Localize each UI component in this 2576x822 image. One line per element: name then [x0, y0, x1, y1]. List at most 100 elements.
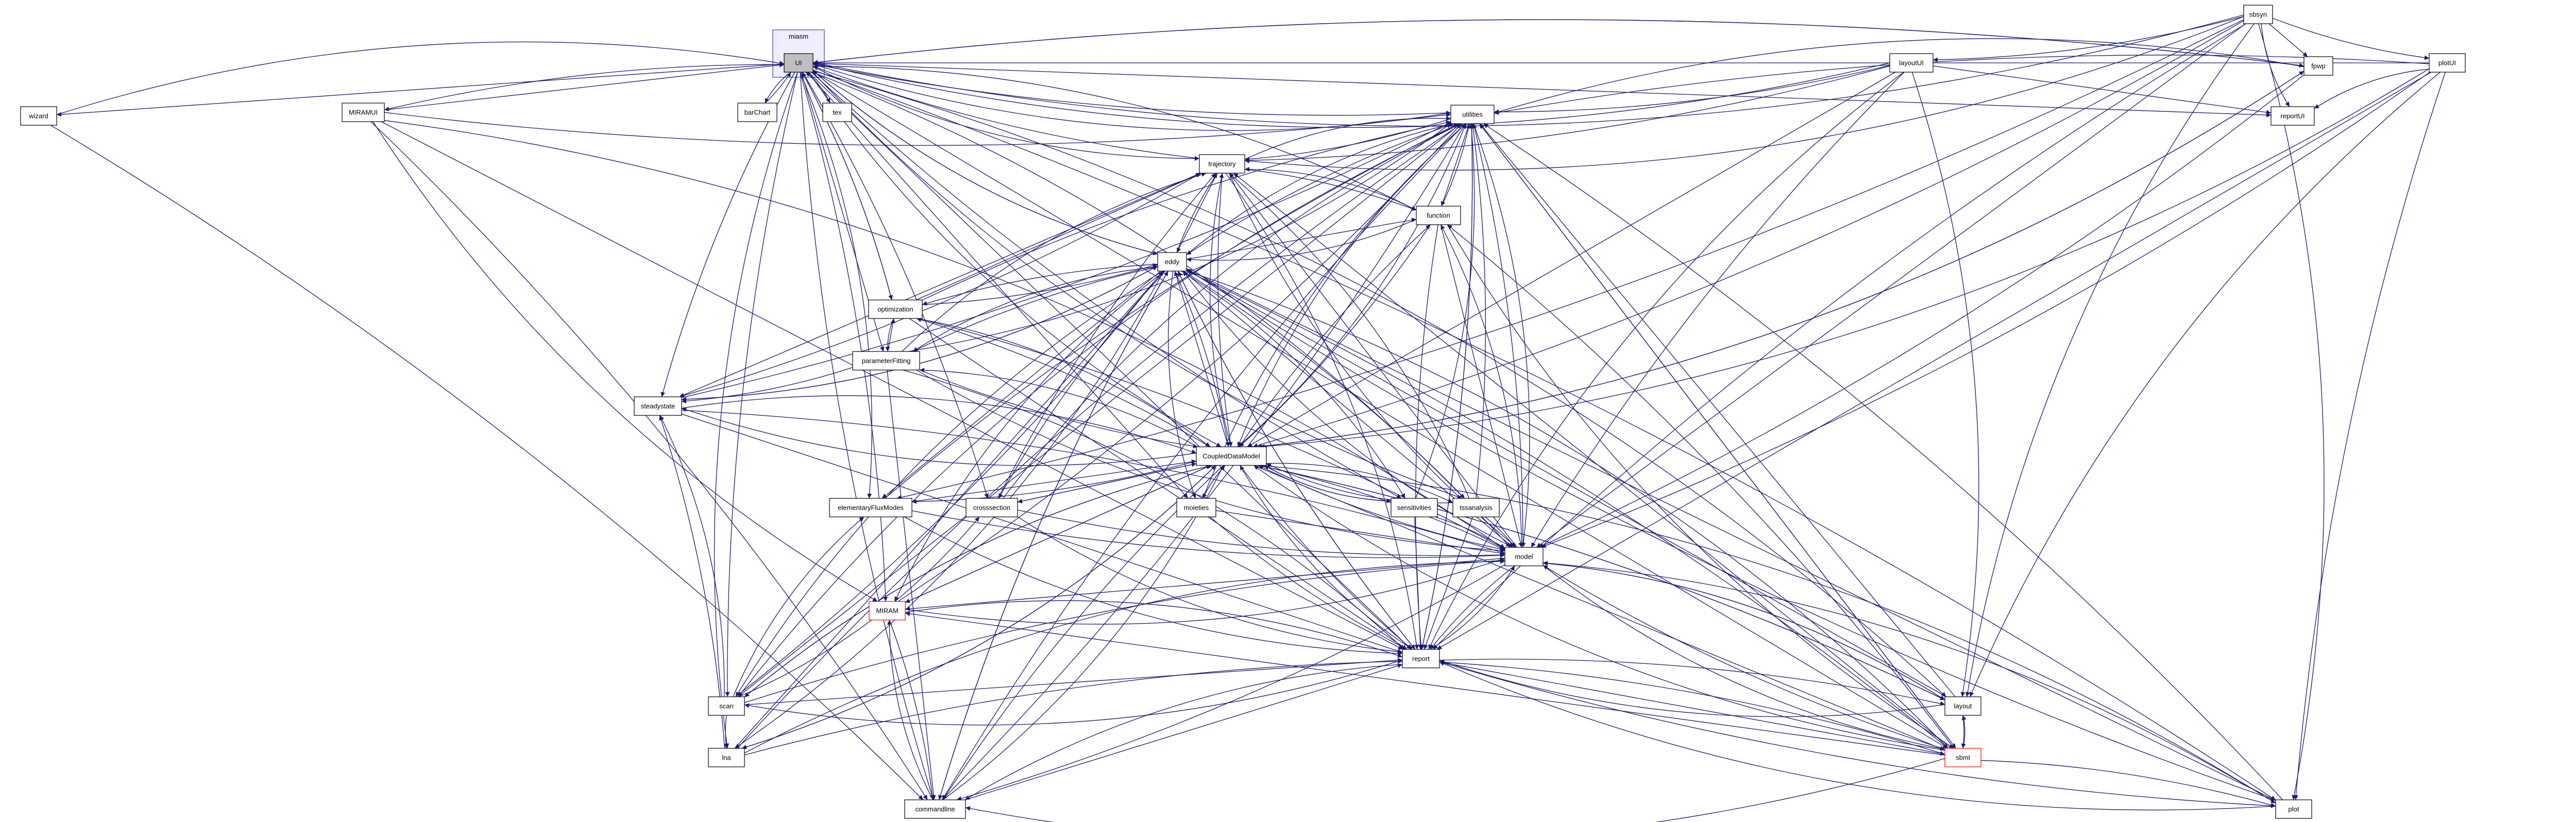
edge-parameterFitting-to-commandline [887, 370, 936, 800]
node-commandline[interactable]: commandline [904, 799, 966, 819]
edge-MIRAM-to-report [905, 600, 1403, 658]
node-box-optimization[interactable] [868, 299, 923, 319]
node-box-commandline[interactable] [904, 799, 966, 819]
edge-report-to-eddy [1177, 271, 1416, 650]
node-barChart[interactable]: barChart [737, 103, 777, 122]
node-box-plotUI[interactable] [2429, 53, 2466, 73]
edge-ui-to-trajectory [812, 66, 1200, 161]
node-box-fpwp[interactable] [2303, 56, 2333, 76]
edge-layoutUI-to-CoupledModel [1247, 72, 1896, 447]
node-layout[interactable]: layout [1944, 696, 1981, 716]
edge-model-to-report [1430, 565, 1515, 650]
node-box-tex[interactable] [822, 103, 852, 122]
node-model[interactable]: model [1504, 547, 1544, 566]
node-MIRAM[interactable]: MIRAM [869, 601, 906, 620]
node-box-reportUI[interactable] [2270, 106, 2315, 126]
node-sensitivities[interactable]: sensitivities [1391, 498, 1438, 517]
edge-layoutUI-to-utilities [1494, 65, 1890, 114]
node-label-function: function [1427, 212, 1450, 220]
edge-function-to-CoupledModel [1239, 224, 1431, 447]
node-box-model[interactable] [1504, 547, 1544, 566]
edge-CoupledModel-to-tssanalysis [1266, 463, 1453, 504]
node-label-tex: tex [833, 109, 842, 116]
node-crossection[interactable]: crosssection [965, 498, 1018, 517]
node-box-parameterFitting[interactable] [852, 351, 920, 371]
edge-optimization-to-ui [802, 72, 892, 300]
node-report[interactable]: report [1402, 649, 1440, 668]
node-layoutUI[interactable]: layoutUI [1889, 53, 1934, 73]
node-steadystate[interactable]: steadystate [634, 396, 682, 416]
node-box-MIRAM[interactable] [869, 601, 906, 620]
node-parameterFitting[interactable]: parameterFitting [852, 351, 920, 371]
node-plot[interactable]: plot [2275, 799, 2312, 819]
node-box-sbml[interactable] [1944, 748, 1981, 767]
edge-moieties-to-utilities [1202, 123, 1466, 499]
edge-lna-to-eddy [734, 271, 1164, 749]
node-moieties[interactable]: moieties [1176, 498, 1216, 517]
node-eddy[interactable]: eddy [1157, 252, 1187, 272]
edge-CoupledModel-to-function [1239, 224, 1431, 447]
node-box-sensitivities[interactable] [1391, 498, 1438, 517]
node-CoupledModel[interactable]: CoupledDataModel [1196, 446, 1267, 466]
node-sbsyn[interactable]: sbsyn [2243, 5, 2273, 24]
node-elementaryFluxModes[interactable]: elementaryFluxModes [829, 498, 912, 517]
node-plotUI[interactable]: plotUI [2429, 53, 2466, 73]
node-box-crossection[interactable] [965, 498, 1018, 517]
node-box-utilities[interactable] [1450, 105, 1495, 124]
node-label-utilities: utilities [1462, 111, 1483, 119]
node-function[interactable]: function [1416, 206, 1461, 225]
node-label-layoutUI: layoutUI [1899, 59, 1924, 67]
node-box-lna[interactable] [708, 748, 745, 767]
node-box-ui[interactable] [784, 53, 814, 73]
edge-CoupledModel-to-steadystate [681, 407, 1197, 466]
node-tssanalysis[interactable]: tssanalysis [1452, 498, 1500, 517]
node-tex[interactable]: tex [822, 103, 852, 122]
node-box-steadystate[interactable] [634, 396, 682, 416]
node-label-sensitivities: sensitivities [1397, 504, 1432, 512]
edge-lna-to-utilities [737, 123, 1462, 749]
node-box-wizard[interactable] [20, 106, 57, 126]
node-box-trajectory[interactable] [1199, 154, 1245, 174]
node-label-plot: plot [2289, 806, 2299, 813]
node-box-layout[interactable] [1944, 696, 1981, 716]
node-box-elementaryFluxModes[interactable] [829, 498, 912, 517]
edge-layout-to-model [1543, 561, 1945, 700]
edge-sensitivities-to-CoupledModel [1264, 465, 1392, 501]
node-wizard[interactable]: wizard [20, 106, 57, 126]
node-box-report[interactable] [1402, 649, 1440, 668]
node-box-tssanalysis[interactable] [1452, 498, 1500, 517]
edge-sbml-to-plot [1980, 760, 2276, 808]
node-box-moieties[interactable] [1176, 498, 1216, 517]
edge-scan-to-eddy [735, 271, 1163, 697]
node-box-MIRAMUI[interactable] [342, 103, 385, 122]
node-lna[interactable]: lna [708, 748, 745, 767]
edge-ui-to-elementaryFluxModes [800, 72, 872, 499]
node-scan[interactable]: scan [708, 696, 745, 716]
node-box-barChart[interactable] [737, 103, 777, 122]
nodes-layer: UI sbsyn layoutUI fpwp plotUI wizard MIRAMUI ba… [20, 5, 2466, 819]
edge-sbml-to-model [1543, 565, 1945, 750]
node-utilities[interactable]: utilities [1450, 105, 1495, 124]
node-box-CoupledModel[interactable] [1196, 446, 1267, 466]
edge-CoupledModel-to-optimization [916, 317, 1211, 447]
node-optimization[interactable]: optimization [868, 299, 923, 319]
node-reportUI[interactable]: reportUI [2270, 106, 2315, 126]
node-trajectory[interactable]: trajectory [1199, 154, 1245, 174]
edge-ui-to-sensitivities [811, 72, 1402, 499]
edge-fpwp-to-utilities [1494, 38, 2304, 114]
node-box-scan[interactable] [708, 696, 745, 716]
edge-scan-to-steadystate [659, 415, 725, 697]
node-ui[interactable]: UI [784, 53, 814, 73]
node-sbml[interactable]: sbml [1944, 748, 1981, 767]
edge-tssanalysis-to-model [1485, 516, 1515, 548]
node-box-plot[interactable] [2275, 799, 2312, 819]
edge-parameterFitting-to-trajectory [902, 172, 1207, 352]
node-fpwp[interactable]: fpwp [2303, 56, 2333, 76]
node-MIRAMUI[interactable]: MIRAMUI [342, 103, 385, 122]
node-box-layoutUI[interactable] [1889, 53, 1934, 73]
edge-sbsyn-to-ui [812, 14, 2244, 127]
node-box-function[interactable] [1416, 206, 1461, 225]
node-box-sbsyn[interactable] [2243, 5, 2273, 24]
node-box-eddy[interactable] [1157, 252, 1187, 272]
edge-sbml-to-layout [1961, 715, 1967, 749]
